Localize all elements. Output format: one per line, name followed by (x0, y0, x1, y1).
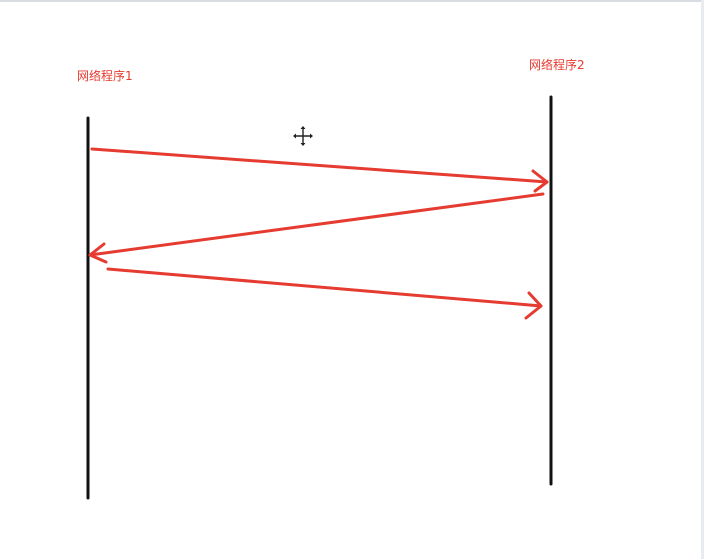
move-crosshair-icon (293, 126, 313, 146)
window-right-edge (701, 0, 704, 559)
message-arrow-3 (106, 267, 543, 320)
message-arrow-2 (88, 192, 545, 264)
message-arrow-1 (90, 147, 549, 193)
participant-label-1: 网络程序1 (77, 69, 133, 83)
participant-label-2: 网络程序2 (529, 58, 585, 72)
window-top-border (0, 0, 704, 2)
